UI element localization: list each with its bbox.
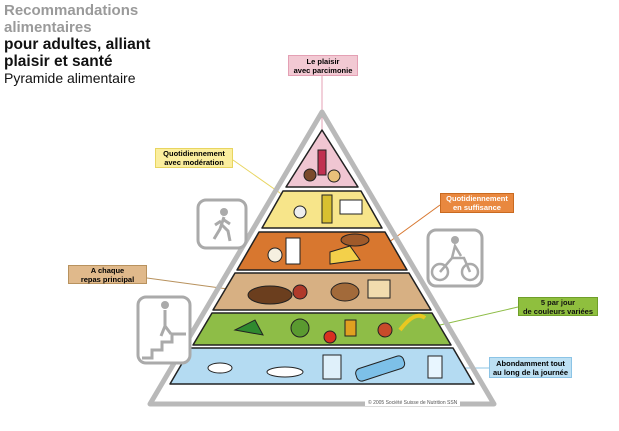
level-starches <box>212 272 432 311</box>
title-line: alimentaires <box>4 19 92 36</box>
title-line: Recommandations <box>4 2 139 19</box>
label-line: A chaque <box>90 265 125 275</box>
level-dairy-protein <box>236 231 408 271</box>
label-line: en suffisance <box>453 203 501 212</box>
stairs-person-icon <box>136 295 192 365</box>
food-illustrations <box>207 149 443 382</box>
subtitle: Pyramide alimentaire <box>4 70 136 86</box>
label-line: repas principal <box>80 274 135 284</box>
label-line: de couleurs variées <box>522 306 594 316</box>
label-line: Quotidiennement <box>163 149 225 158</box>
title-line: plaisir et santé <box>4 53 113 70</box>
label-line: avec parcimonie <box>293 65 353 75</box>
label-line: Le plaisir <box>306 56 340 66</box>
walking-person-icon <box>196 198 248 250</box>
label-line: 5 par jour <box>540 297 576 307</box>
page-title: Recommandations alimentaires pour adulte… <box>4 2 150 87</box>
bicycle-icon <box>426 228 484 288</box>
label-line: au long de la journée <box>493 367 569 377</box>
copyright: © 2005 Société Suisse de Nutrition SSN <box>365 400 461 406</box>
label-line: Quotidiennement <box>446 194 508 203</box>
pyramid-outline <box>147 109 497 407</box>
label-line: avec modération <box>164 158 224 167</box>
label-line: Abondamment tout <box>496 358 565 368</box>
title-line: pour adultes, alliant <box>4 36 151 53</box>
